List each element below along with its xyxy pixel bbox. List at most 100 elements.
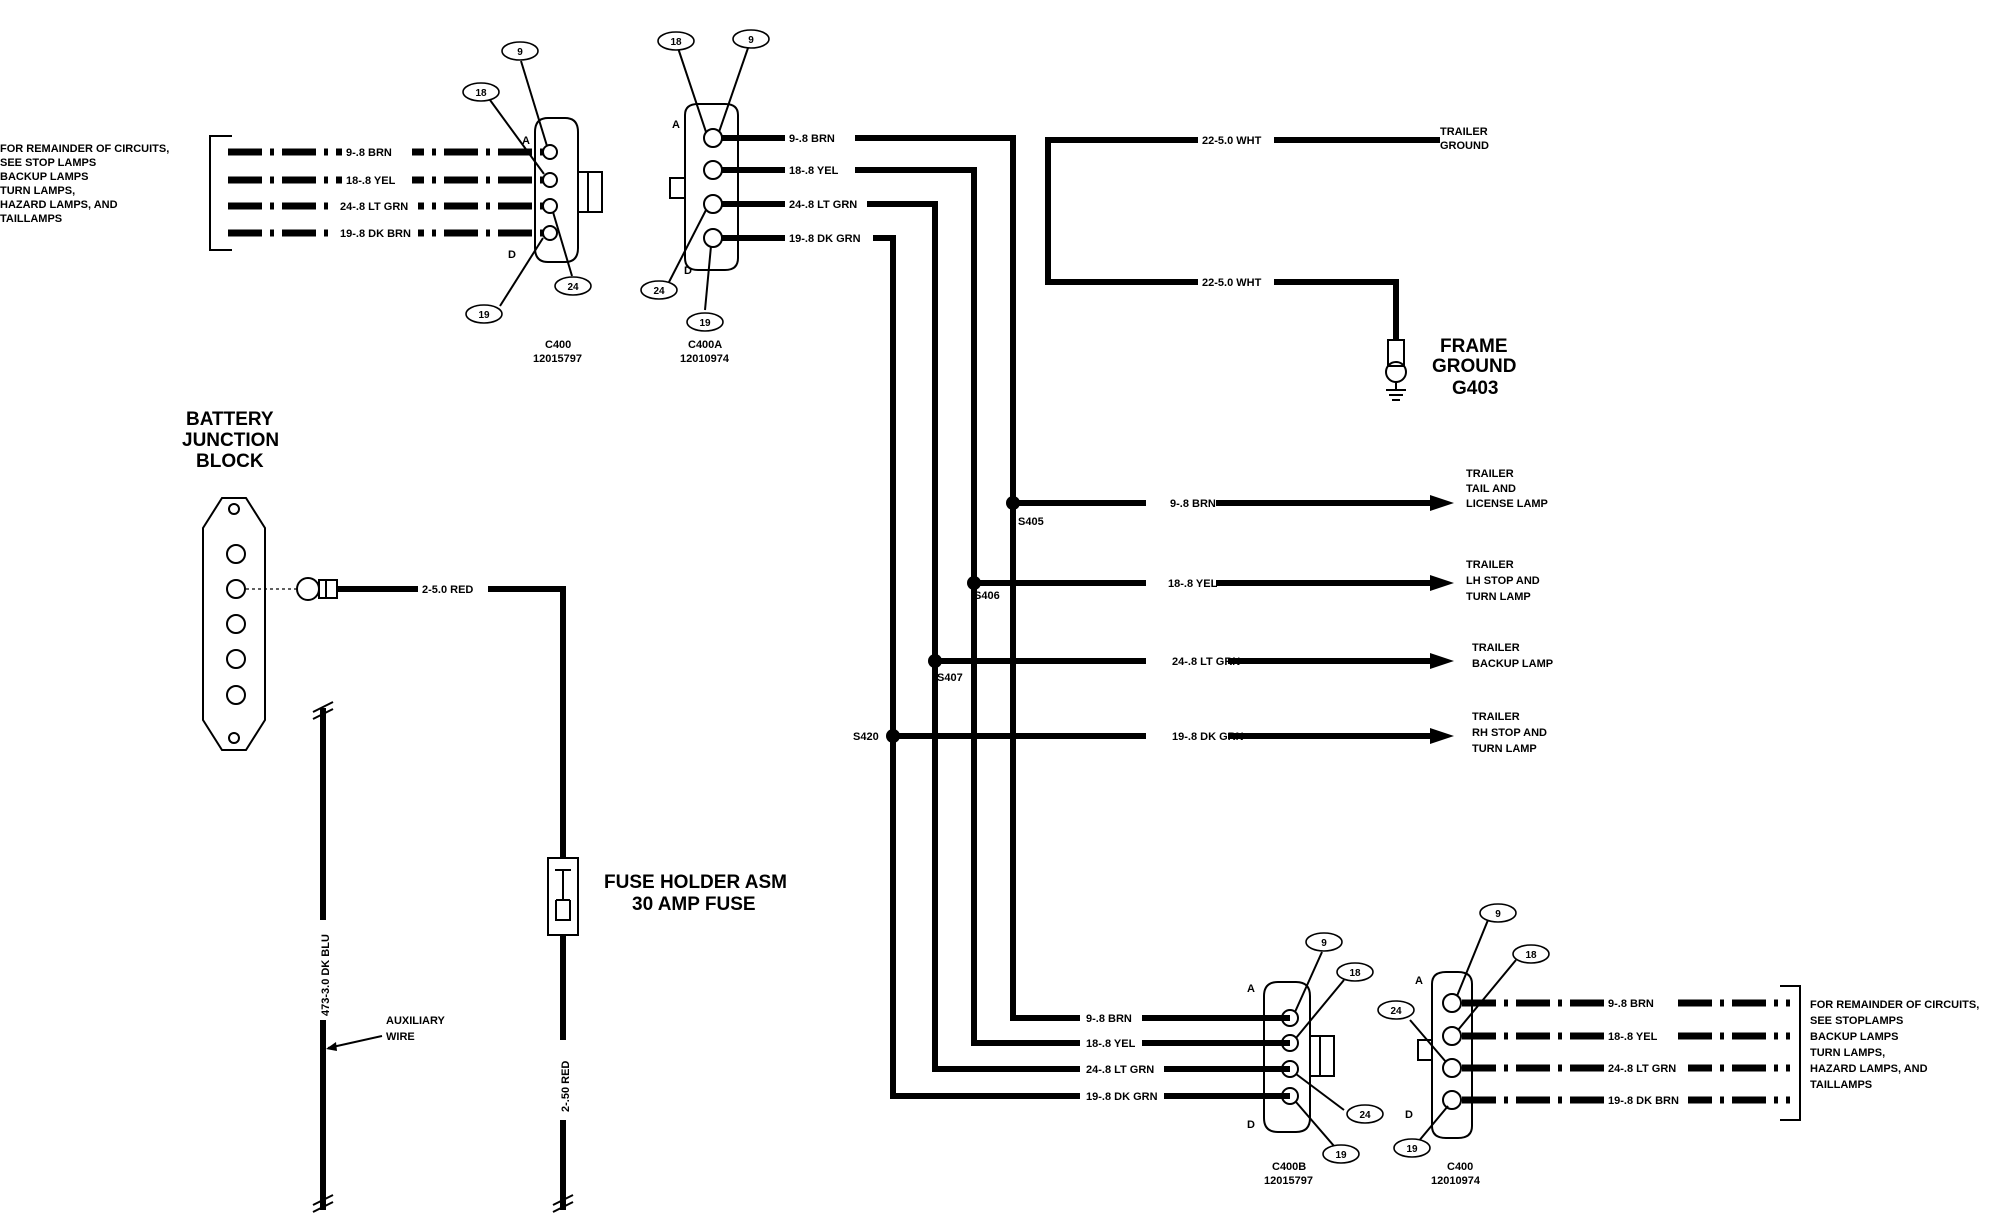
- wire-label: 24-.8 LT GRN: [1086, 1064, 1154, 1076]
- svg-text:9: 9: [1495, 909, 1501, 920]
- ground-circuit: 22-5.0 WHT 22-5.0 WHT TRAILER GROUND FRA…: [1045, 126, 1516, 401]
- connector-name: C400: [1447, 1161, 1473, 1173]
- svg-text:18: 18: [670, 37, 682, 48]
- harness-bottom-labels: 9-.8 BRN 18-.8 YEL 24-.8 LT GRN 19-.8 DK…: [1084, 1010, 1290, 1104]
- connector-c400-top: A D 9 18 24 19 C400 12015797: [462, 41, 603, 365]
- svg-text:LH STOP AND: LH STOP AND: [1466, 575, 1540, 587]
- connector-part: 12010974: [680, 353, 730, 365]
- svg-text:WIRE: WIRE: [386, 1031, 415, 1043]
- svg-text:24: 24: [1390, 1006, 1402, 1017]
- svg-text:9: 9: [1321, 938, 1327, 949]
- connector-name: C400A: [688, 339, 722, 351]
- connector-c400-bottom: A D 9 18 24 19 C400 12010974: [1377, 903, 1550, 1187]
- ring-terminal-icon: [296, 577, 320, 601]
- svg-text:BACKUP LAMPS: BACKUP LAMPS: [1810, 1031, 1898, 1043]
- svg-text:BACKUP LAMP: BACKUP LAMP: [1472, 658, 1553, 670]
- splice-dot: [928, 654, 942, 668]
- svg-text:TURN LAMPS,: TURN LAMPS,: [1810, 1047, 1885, 1059]
- wire-label: 24-.8 LT GRN: [1608, 1063, 1676, 1075]
- wire-label: 18-.8 YEL: [789, 165, 839, 177]
- battery-junction-block: BATTERY JUNCTION BLOCK: [182, 409, 338, 751]
- svg-text:TAILLAMPS: TAILLAMPS: [1810, 1079, 1872, 1091]
- wire-label: 19-.8 DK GRN: [789, 233, 861, 245]
- svg-text:18: 18: [1349, 968, 1361, 979]
- wire-label: 2-.50 RED: [560, 1061, 572, 1112]
- battery-feed-circuit: 2-5.0 RED 2-.50 RED FUSE HOLDER ASM 30 A…: [337, 581, 787, 1213]
- svg-text:G403: G403: [1452, 378, 1498, 399]
- connector-part: 12010974: [1431, 1175, 1481, 1187]
- connector-c400a-top: A D 18 9 24 19 C400A 12010974: [640, 29, 770, 365]
- svg-text:A: A: [1415, 975, 1423, 987]
- svg-text:TURN LAMPS,: TURN LAMPS,: [0, 185, 75, 197]
- svg-text:D: D: [1405, 1109, 1413, 1121]
- svg-text:JUNCTION: JUNCTION: [182, 430, 279, 451]
- wire-label: 24-.8 LT GRN: [789, 199, 857, 211]
- output-circuits: 9-.8 BRN 18-.8 YEL 24-.8 LT GRN 19-.8 DK…: [853, 468, 1553, 755]
- ground-terminal: [1387, 339, 1405, 367]
- svg-text:BLOCK: BLOCK: [196, 451, 264, 472]
- svg-text:19: 19: [699, 318, 711, 329]
- svg-text:18: 18: [1525, 950, 1537, 961]
- junction-block-body: [202, 497, 266, 751]
- svg-text:FRAME: FRAME: [1440, 336, 1508, 357]
- svg-text:18: 18: [475, 88, 487, 99]
- svg-text:SEE STOPLAMPS: SEE STOPLAMPS: [1810, 1015, 1903, 1027]
- splice-dot: [1006, 496, 1020, 510]
- svg-text:FOR REMAINDER OF CIRCUITS,: FOR REMAINDER OF CIRCUITS,: [1810, 999, 1979, 1011]
- connector-part: 12015797: [533, 353, 582, 365]
- svg-text:19: 19: [1335, 1150, 1347, 1161]
- svg-text:9: 9: [748, 35, 754, 46]
- wire-label: 473-3.0 DK BLU: [320, 934, 332, 1016]
- splice-dot: [967, 576, 981, 590]
- svg-text:24: 24: [1359, 1110, 1371, 1121]
- svg-text:RH STOP AND: RH STOP AND: [1472, 727, 1547, 739]
- wire-label: 18-.8 YEL: [1608, 1031, 1658, 1043]
- wire-label: 19-.8 DK GRN: [1172, 731, 1244, 743]
- svg-text:A: A: [672, 119, 680, 131]
- harness-top-left: 9-.8 BRN 18-.8 YEL 24-.8 LT GRN 19-.8 DK…: [228, 143, 545, 240]
- bracket-bottom-right: [1780, 985, 1801, 1121]
- svg-text:SEE STOP LAMPS: SEE STOP LAMPS: [0, 157, 96, 169]
- wire-label: 24-.8 LT GRN: [1172, 656, 1240, 668]
- svg-text:TRAILER: TRAILER: [1472, 642, 1520, 654]
- svg-text:D: D: [508, 249, 516, 261]
- svg-text:AUXILIARY: AUXILIARY: [386, 1015, 446, 1027]
- wire-label: 9-.8 BRN: [1086, 1013, 1132, 1025]
- svg-text:9: 9: [517, 47, 523, 58]
- connector-name: C400: [545, 339, 571, 351]
- svg-text:GROUND: GROUND: [1440, 140, 1489, 152]
- wire-label: 24-.8 LT GRN: [340, 201, 408, 213]
- wire-label: 9-.8 BRN: [789, 133, 835, 145]
- note-bottom-right: FOR REMAINDER OF CIRCUITS, SEE STOPLAMPS…: [1810, 999, 1979, 1091]
- connector-c400b-bottom: A D 9 18 24 19 C400B 12015797: [1247, 932, 1384, 1187]
- wire-label: 9-.8 BRN: [1170, 498, 1216, 510]
- note-top-left: FOR REMAINDER OF CIRCUITS, SEE STOP LAMP…: [0, 143, 169, 225]
- wire-label: 22-5.0 WHT: [1202, 135, 1262, 147]
- svg-text:19: 19: [1406, 1144, 1418, 1155]
- svg-text:30 AMP FUSE: 30 AMP FUSE: [632, 894, 756, 915]
- arrow-icon: [1430, 575, 1454, 591]
- svg-text:TRAILER: TRAILER: [1466, 468, 1514, 480]
- svg-text:D: D: [1247, 1119, 1255, 1131]
- main-harness: 9-.8 BRN 18-.8 YEL 24-.8 LT GRN 19-.8 DK…: [722, 130, 1080, 1099]
- wire-label: 2-5.0 RED: [422, 584, 473, 596]
- svg-text:TRAILER: TRAILER: [1440, 126, 1488, 138]
- splice-label: S406: [974, 590, 1000, 602]
- svg-text:BATTERY: BATTERY: [186, 409, 274, 430]
- arrow-icon: [1430, 653, 1454, 669]
- svg-text:BACKUP LAMPS: BACKUP LAMPS: [0, 171, 88, 183]
- fuse-holder-icon: [547, 857, 579, 936]
- svg-text:HAZARD LAMPS, AND: HAZARD LAMPS, AND: [0, 199, 118, 211]
- wire-label: 19-.8 DK BRN: [340, 228, 411, 240]
- svg-text:24: 24: [653, 286, 665, 297]
- splice-label: S420: [853, 731, 879, 743]
- svg-text:TURN LAMP: TURN LAMP: [1472, 743, 1537, 755]
- svg-text:D: D: [684, 265, 692, 277]
- wire-label: 9-.8 BRN: [346, 147, 392, 159]
- wire-label: 19-.8 DK GRN: [1086, 1091, 1158, 1103]
- arrow-icon: [326, 1042, 337, 1051]
- wire-label: 19-.8 DK BRN: [1608, 1095, 1679, 1107]
- wire-label: 22-5.0 WHT: [1202, 277, 1262, 289]
